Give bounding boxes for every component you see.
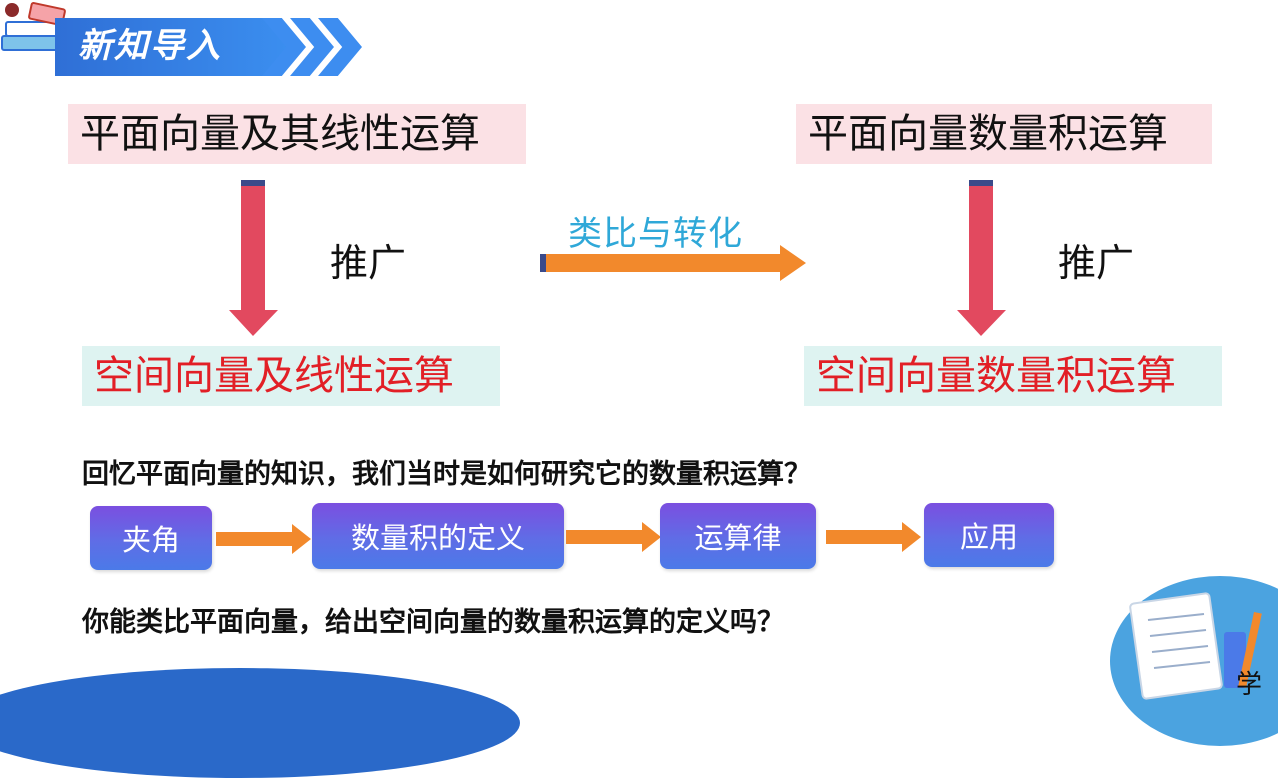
down-arrow-icon — [956, 180, 1008, 338]
math-notebook-icon — [1128, 592, 1268, 702]
space-dot-text: 空间向量数量积运算 — [816, 353, 1176, 399]
plane-dot-text: 平面向量数量积运算 — [808, 111, 1168, 157]
space-linear-box: 空间向量及线性运算 — [82, 346, 500, 406]
plane-linear-text: 平面向量及其线性运算 — [80, 111, 480, 157]
flow-step-label: 应用 — [959, 520, 1018, 554]
analogy-label: 类比与转化 — [568, 214, 743, 254]
flow-step-definition: 数量积的定义 — [312, 503, 564, 569]
header-title: 新知导入 — [78, 26, 222, 66]
space-linear-text: 空间向量及线性运算 — [94, 353, 454, 399]
bottom-wave-decoration — [0, 668, 520, 778]
corner-caption: 学 — [1236, 670, 1263, 700]
plane-dot-box: 平面向量数量积运算 — [796, 104, 1212, 164]
right-arrow-icon — [216, 524, 312, 554]
space-dot-box: 空间向量数量积运算 — [804, 346, 1222, 406]
flow-step-laws: 运算律 — [660, 503, 816, 569]
right-generalize-label: 推广 — [1058, 241, 1135, 285]
right-arrow-icon — [826, 522, 922, 552]
flow-step-label: 夹角 — [121, 523, 180, 557]
flow-step-angle: 夹角 — [90, 506, 212, 570]
left-generalize-label: 推广 — [330, 241, 407, 285]
flow-step-label: 运算律 — [694, 521, 782, 555]
recall-question: 回忆平面向量的知识，我们当时是如何研究它的数量积运算？ — [82, 459, 811, 490]
header-banner — [55, 18, 295, 76]
down-arrow-icon — [228, 180, 280, 338]
flow-step-application: 应用 — [924, 503, 1054, 567]
right-arrow-icon — [566, 522, 662, 552]
right-arrow-icon — [540, 244, 808, 282]
plane-linear-box: 平面向量及其线性运算 — [68, 104, 526, 164]
flow-step-label: 数量积的定义 — [350, 521, 525, 555]
analogy-question: 你能类比平面向量，给出空间向量的数量积运算的定义吗？ — [82, 607, 784, 638]
